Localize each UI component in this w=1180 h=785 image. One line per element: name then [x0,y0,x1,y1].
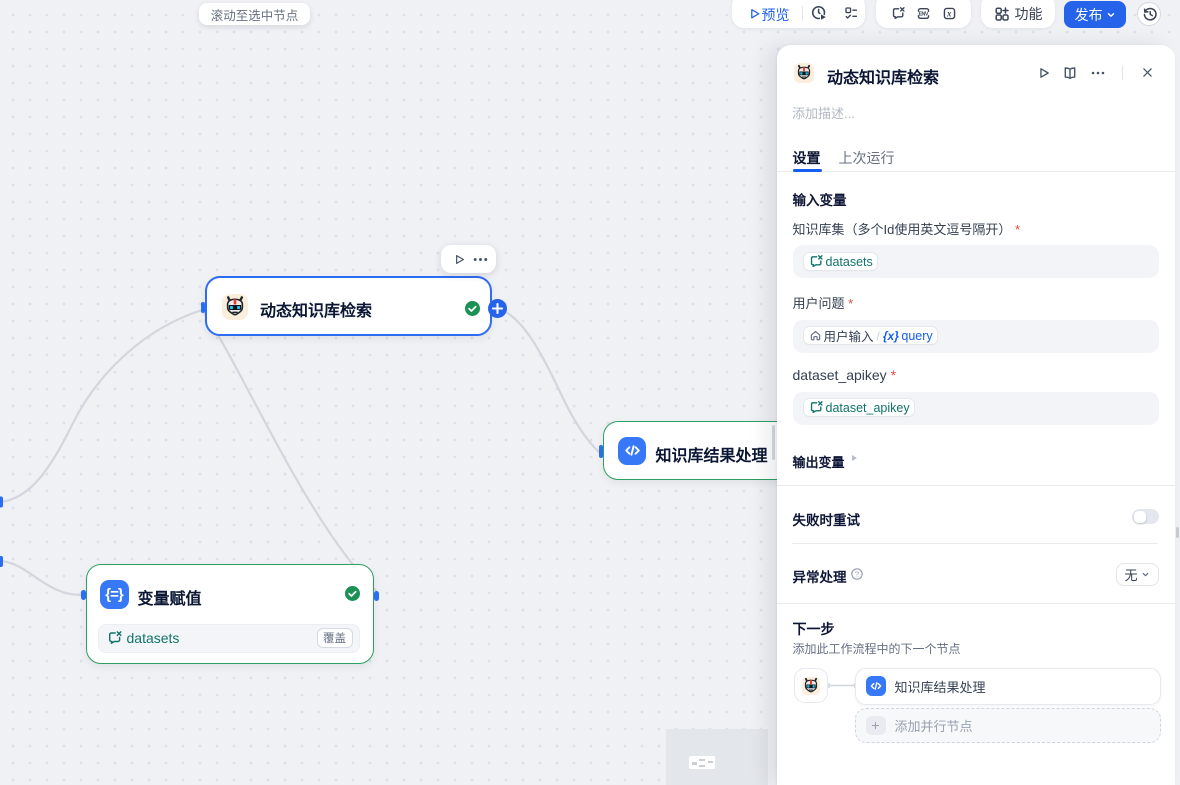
svg-text:?: ? [854,569,858,578]
svg-text:x: x [945,8,951,18]
svg-text:ENV: ENV [919,11,929,17]
